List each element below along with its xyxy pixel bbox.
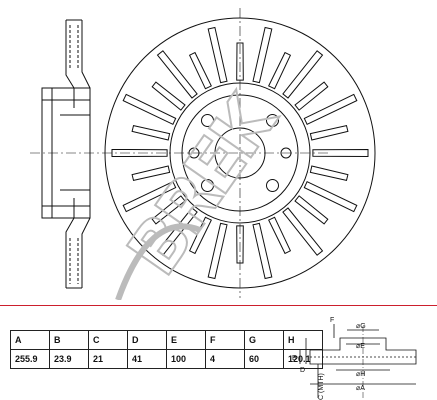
vent-slot [156, 50, 198, 99]
disc-outer-edge [104, 17, 376, 289]
vent-slot [309, 125, 349, 141]
dim-label-c: C (MTH) [318, 373, 325, 400]
vent-slot [282, 50, 324, 99]
spec-value-b: 23.9 [49, 349, 89, 369]
vent-slot [151, 81, 186, 111]
vent-slot [236, 42, 244, 81]
vent-slot [236, 225, 244, 264]
dim-label-d: D [300, 367, 305, 374]
hub-outline [181, 94, 299, 212]
vent-slot [252, 26, 273, 84]
vent-slot [268, 216, 292, 255]
spec-header-d: D [127, 330, 167, 350]
spec-value-a: 255.9 [10, 349, 50, 369]
disc-friction-inner-edge [169, 82, 311, 224]
vent-slot [268, 51, 292, 90]
disc-side-profile [41, 19, 91, 289]
bolt-holes [188, 114, 292, 192]
vent-slot [131, 165, 171, 181]
vent-slot [309, 165, 349, 181]
bolt-hole [201, 179, 214, 192]
bolt-hole [201, 114, 214, 127]
vent-slot [131, 125, 171, 141]
spec-value-row: 255.9 23.9 21 41 100 4 60 120.1 [10, 349, 323, 369]
vent-slot [122, 181, 177, 213]
spec-header-a: A [10, 330, 50, 350]
vent-slot [294, 195, 329, 225]
locating-hole [188, 147, 200, 159]
dim-label-b: B [292, 355, 297, 362]
spec-value-d: 41 [127, 349, 167, 369]
vent-slot [151, 195, 186, 225]
brake-disc-drawing [30, 8, 376, 298]
vent-slot [303, 93, 358, 125]
dim-label-g: ⌀G [356, 323, 366, 330]
vent-slot [282, 207, 324, 256]
vent-slot [188, 51, 212, 90]
spec-table: A B C D E F G H 255.9 23.9 21 41 100 4 6… [10, 330, 323, 369]
vent-slot [207, 26, 228, 84]
center-bore [214, 127, 266, 179]
spec-header-row: A B C D E F G H [10, 330, 323, 350]
vent-slot [188, 216, 212, 255]
bolt-hole [266, 179, 279, 192]
spec-header-g: G [244, 330, 284, 350]
spec-header-c: C [88, 330, 128, 350]
dimension-key-drawing: F ⌀G ⌀E ⌀H ⌀A B D C (MTH) [292, 317, 417, 400]
spec-value-e: 100 [166, 349, 206, 369]
dim-label-a: ⌀A [356, 385, 365, 392]
vent-slot [122, 93, 177, 125]
dim-label-f: F [330, 317, 334, 324]
vent-slot [294, 81, 329, 111]
spec-value-f: 4 [205, 349, 245, 369]
vent-slot [111, 148, 168, 158]
bolt-hole [266, 114, 279, 127]
locating-hole [280, 147, 292, 159]
section-divider [0, 305, 437, 306]
vent-slot [303, 181, 358, 213]
vent-slot [207, 222, 228, 280]
spec-header-b: B [49, 330, 89, 350]
spec-header-e: E [166, 330, 206, 350]
spec-header-f: F [205, 330, 245, 350]
dim-label-e: ⌀E [356, 343, 365, 350]
vent-slot [252, 222, 273, 280]
spec-value-c: 21 [88, 349, 128, 369]
dim-label-h: ⌀H [356, 371, 365, 378]
vent-slot [312, 148, 369, 158]
spec-value-g: 60 [244, 349, 284, 369]
